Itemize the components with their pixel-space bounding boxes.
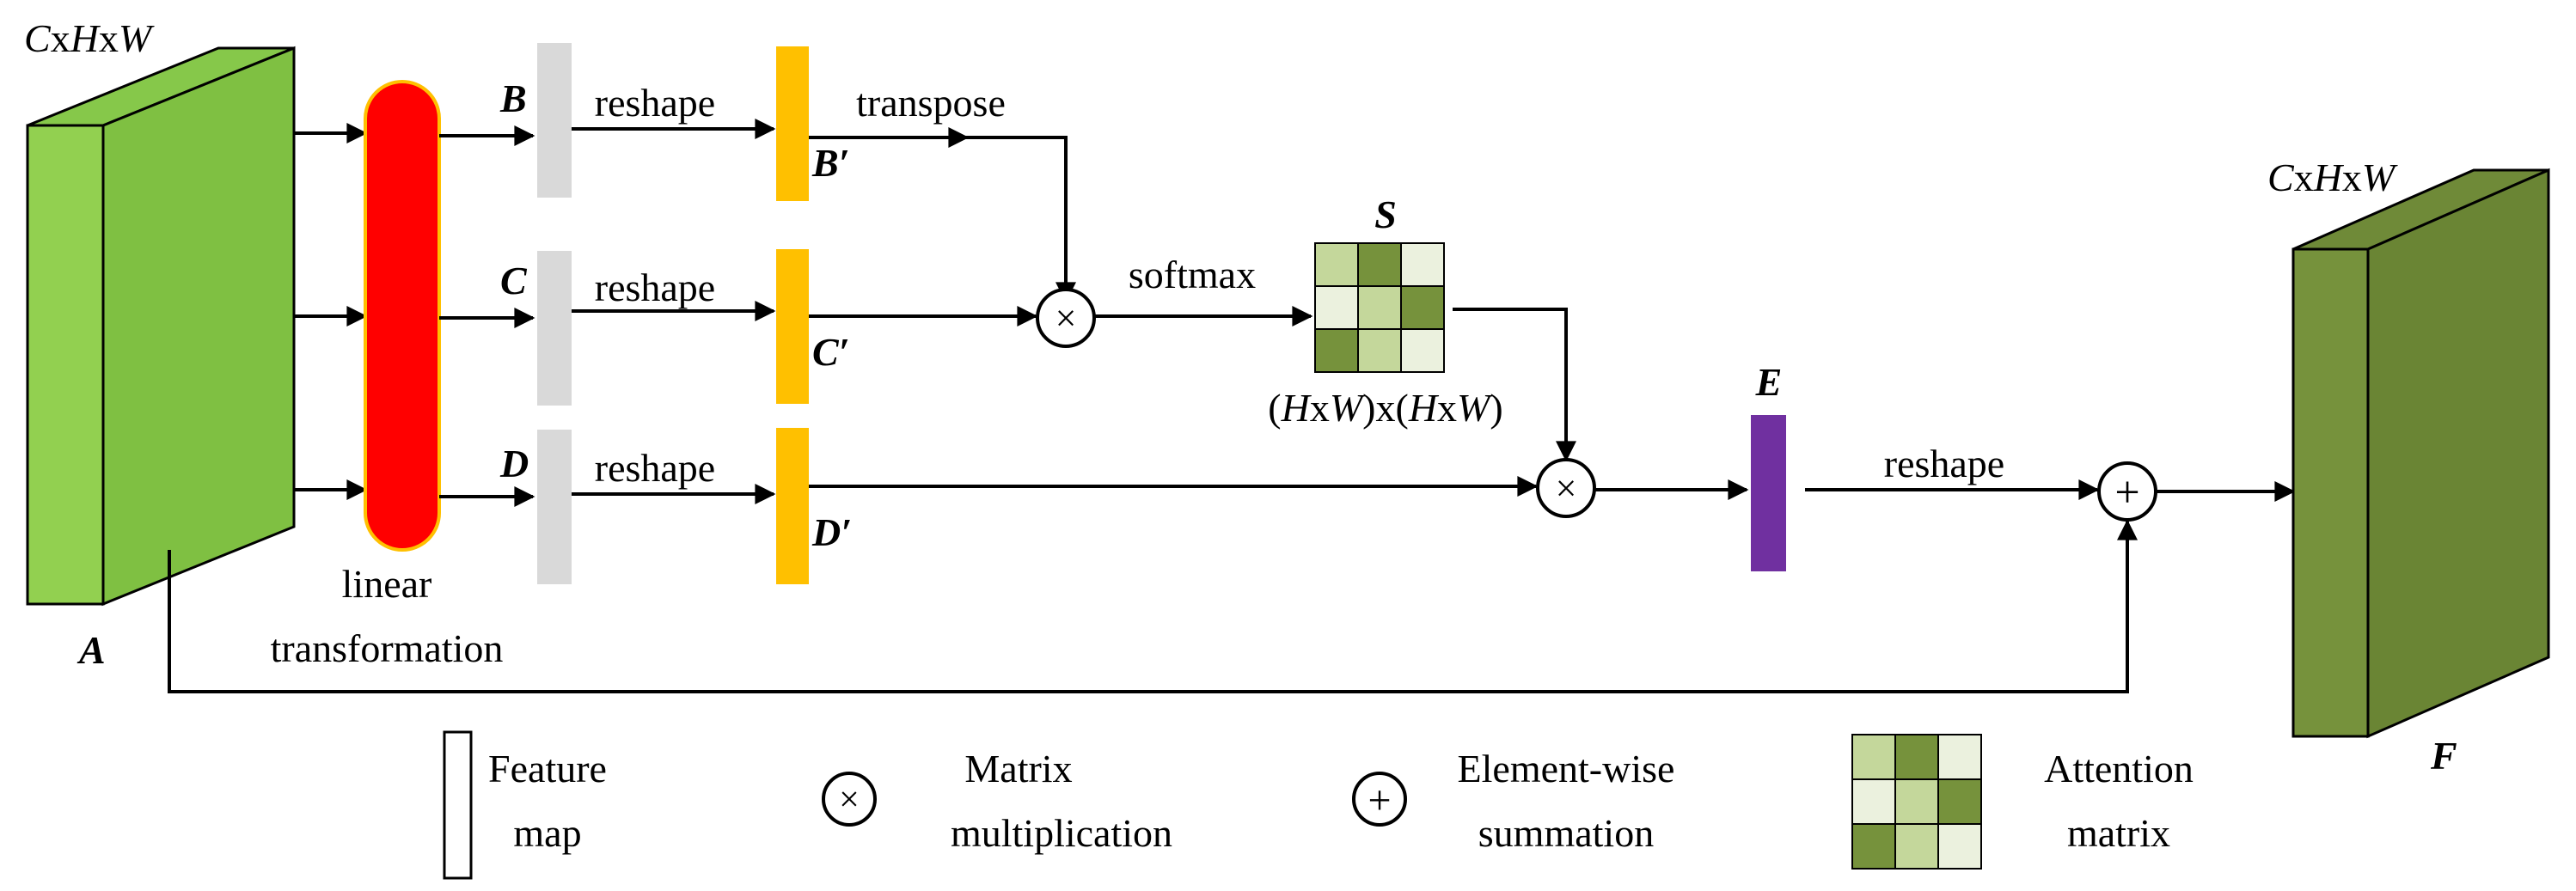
feature-map-b-prime [776, 46, 809, 201]
svg-text:+: + [1368, 778, 1391, 823]
label-b-prime: B′ [811, 141, 850, 185]
feature-map-e [1751, 415, 1786, 571]
linear-label-line2: transformation [271, 626, 504, 670]
label-d: D [499, 442, 529, 485]
softmax-label: softmax [1129, 253, 1256, 296]
label-e: E [1755, 360, 1783, 404]
legend-attention-line1: Attention [2044, 747, 2194, 790]
input-dims: CxHxW [24, 16, 155, 60]
svg-text:×: × [1055, 297, 1077, 339]
label-b: B [499, 76, 527, 120]
output-block-side [2366, 168, 2550, 739]
linear-label-line1: linear [342, 562, 432, 606]
reshape-label-c: reshape [595, 265, 715, 309]
label-c: C [500, 259, 528, 302]
legend-sum-icon: + [1352, 772, 1407, 827]
svg-text:×: × [1556, 467, 1577, 510]
feature-map-c-prime [776, 249, 809, 404]
input-block-side [101, 46, 296, 607]
reshape-label-e: reshape [1884, 442, 2004, 485]
attention-to-mult-connector [1453, 308, 1576, 462]
output-dims: CxHxW [2267, 156, 2398, 199]
label-c-prime: C′ [812, 330, 850, 374]
mult-op-1: × [1036, 288, 1096, 348]
reshape-label-b: reshape [595, 81, 715, 125]
feature-map-d [537, 430, 572, 584]
transpose-connector [963, 136, 1076, 303]
input-block-front [26, 124, 105, 606]
output-feature-map-f [2291, 168, 2550, 739]
attention-matrix-s [1314, 242, 1445, 373]
feature-map-b [537, 43, 572, 198]
svg-text:+: + [2114, 468, 2139, 517]
legend-attention-line2: matrix [2067, 811, 2170, 855]
input-label-a: A [76, 628, 106, 672]
attention-label-s: S [1374, 192, 1397, 236]
legend: Feature map × Matrix multiplication + El… [443, 730, 2194, 880]
legend-attention-icon [1851, 734, 1982, 870]
input-feature-map-a [26, 46, 296, 607]
sum-op: + [2097, 461, 2157, 522]
attention-dims: (HxW)x(HxW) [1268, 386, 1502, 430]
mult-op-2: × [1536, 458, 1596, 518]
feature-map-d-prime [776, 428, 809, 584]
legend-mult-line1: Matrix [964, 747, 1072, 790]
legend-mult-line2: multiplication [951, 811, 1172, 855]
svg-text:×: × [839, 780, 860, 820]
transpose-label: transpose [856, 81, 1006, 125]
feature-map-c [537, 251, 572, 406]
legend-feature-line2: map [513, 811, 581, 855]
legend-feature-map-icon [443, 730, 473, 880]
residual-connection [168, 519, 2138, 693]
legend-feature-line1: Feature [488, 747, 607, 790]
output-label-f: F [2430, 734, 2457, 778]
legend-sum-line2: summation [1478, 811, 1654, 855]
linear-transformation-block [364, 80, 441, 552]
legend-sum-line1: Element-wise [1458, 747, 1675, 790]
legend-mult-icon: × [822, 772, 877, 827]
output-block-front [2291, 247, 2370, 738]
reshape-label-d: reshape [595, 446, 715, 490]
label-d-prime: D′ [811, 510, 852, 554]
